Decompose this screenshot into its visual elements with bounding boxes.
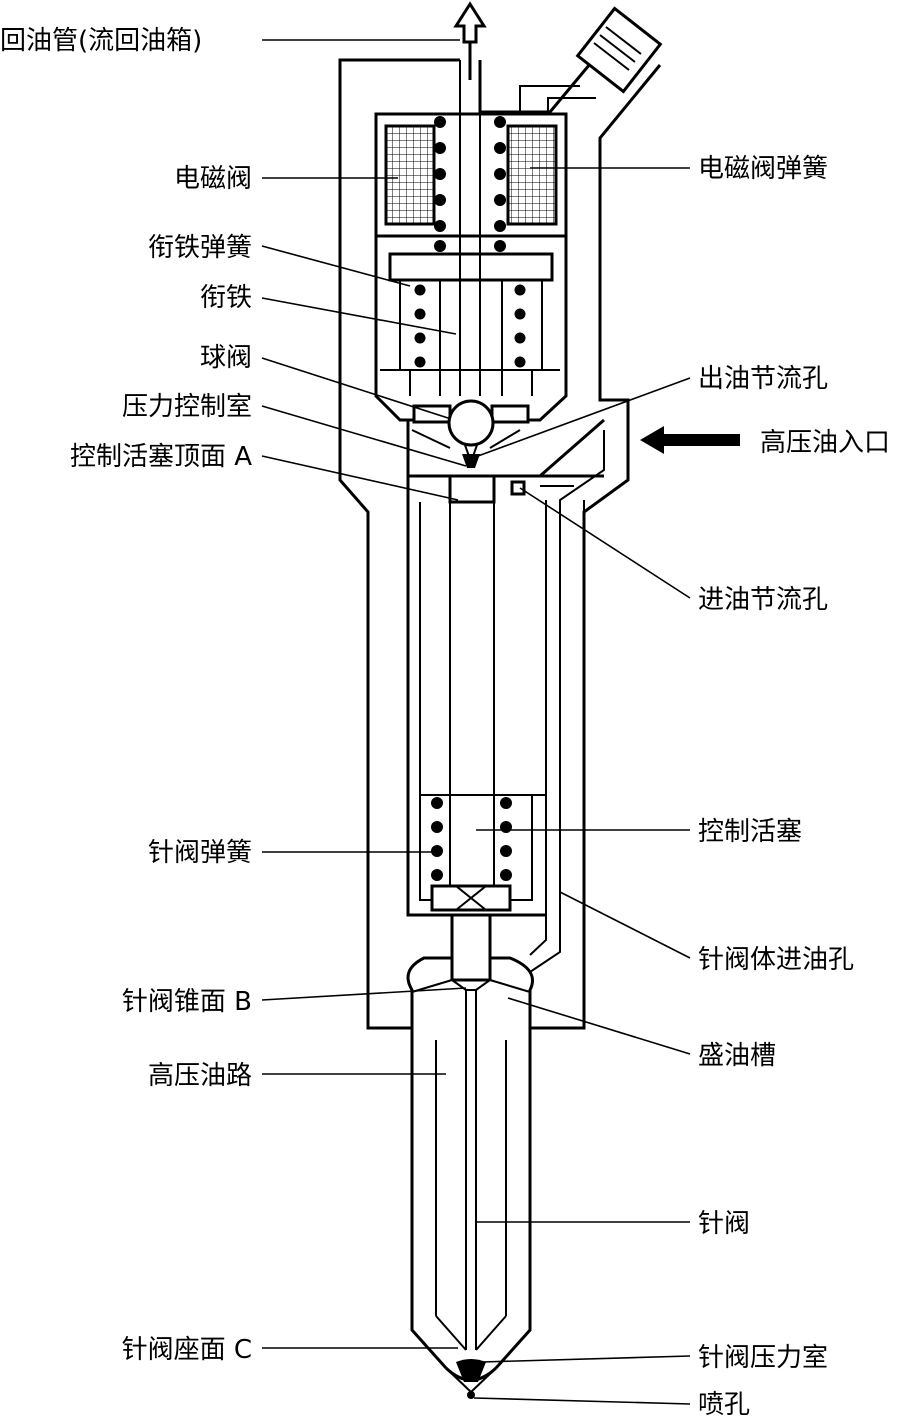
armature-plate <box>388 252 554 282</box>
inlet-channel <box>529 430 605 973</box>
leader-lines <box>261 39 691 1405</box>
label-high-pressure-inlet: 高压油入口 <box>760 428 890 458</box>
label-armature: 衔铁 <box>200 283 252 313</box>
label-solenoid-valve: 电磁阀 <box>174 164 252 194</box>
needle-spring <box>431 797 512 881</box>
label-oil-groove: 盛油槽 <box>698 1041 776 1071</box>
piston-bore <box>406 476 546 917</box>
label-needle-valve: 针阀 <box>698 1209 750 1239</box>
left-arrow-icon <box>640 426 740 454</box>
label-armature-spring: 衔铁弹簧 <box>148 233 252 263</box>
label-nozzle-hole: 喷孔 <box>698 1390 750 1418</box>
label-piston-top-a: 控制活塞顶面 A <box>70 442 252 472</box>
control-piston-head <box>448 474 496 504</box>
solenoid-coil-left <box>384 124 436 226</box>
label-return-pipe: 回油管(流回油箱) <box>0 26 202 56</box>
label-solenoid-spring: 电磁阀弹簧 <box>698 154 828 184</box>
armature-spring <box>414 284 526 368</box>
solenoid-coil-right <box>506 124 558 226</box>
ball-valve <box>447 399 495 447</box>
label-needle-spring: 针阀弹簧 <box>148 838 252 868</box>
valve-body <box>406 399 605 504</box>
label-pressure-chamber: 压力控制室 <box>122 392 252 422</box>
label-outlet-throttle: 出油节流孔 <box>698 364 828 394</box>
nozzle-tip <box>444 1359 498 1399</box>
injector-housing <box>338 6 663 1370</box>
label-ball-valve: 球阀 <box>200 343 252 373</box>
label-inlet-throttle: 进油节流孔 <box>698 585 828 615</box>
up-arrow-icon <box>453 1 487 80</box>
label-needle-chamber: 针阀压力室 <box>698 1343 828 1373</box>
solenoid-assembly <box>374 60 568 422</box>
label-hp-passage: 高压油路 <box>148 1061 252 1091</box>
needle-body <box>406 915 534 1351</box>
labels: 回油管(流回油箱) 电磁阀 电磁阀弹簧 衔铁弹簧 衔铁 球阀 出油节流孔 压力控… <box>0 26 890 1418</box>
label-needle-seat-c: 针阀座面 C <box>122 1335 252 1365</box>
label-needle-cone-b: 针阀锥面 B <box>122 987 252 1017</box>
label-control-piston: 控制活塞 <box>698 817 802 847</box>
solenoid-spring <box>434 116 506 252</box>
label-needle-body-inlet: 针阀体进油孔 <box>698 945 854 975</box>
